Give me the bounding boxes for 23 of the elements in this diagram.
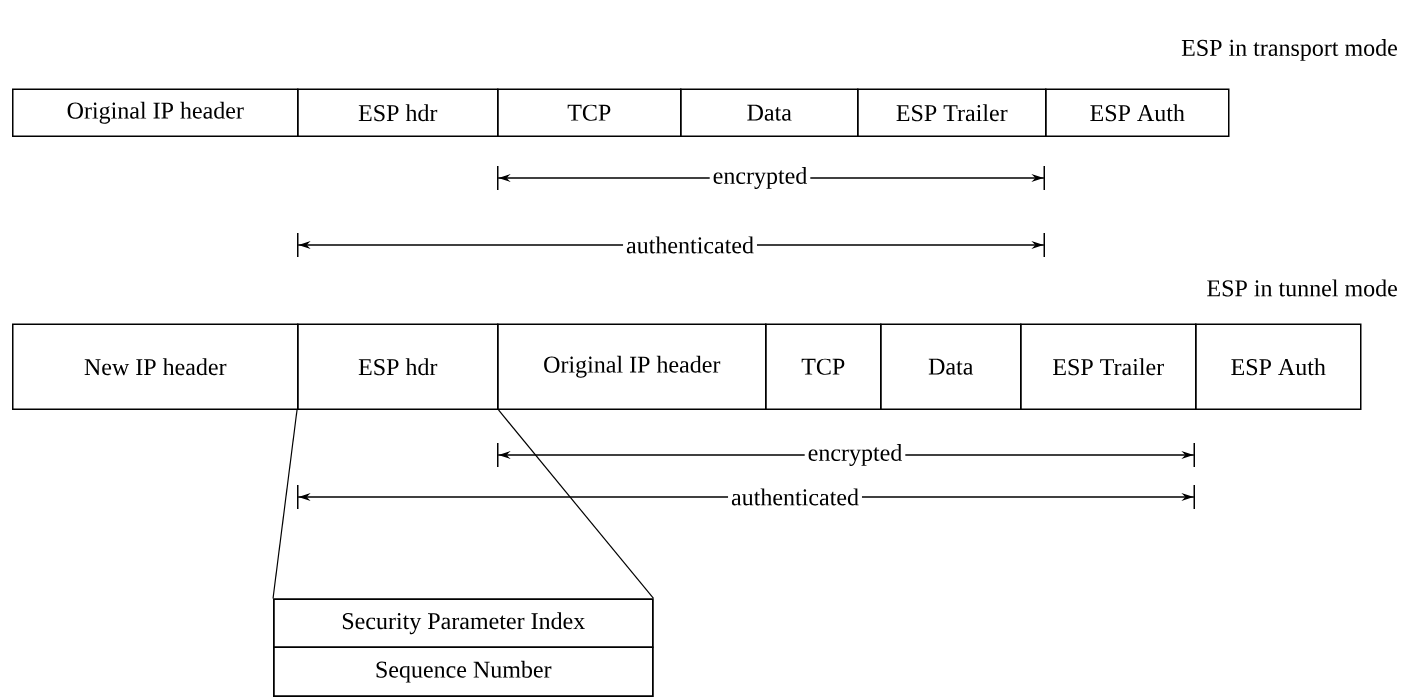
- leader-line: [497, 409, 655, 600]
- mode-title: ESP in transport mode: [1181, 39, 1397, 61]
- field-cell: Sequence Number: [273, 646, 654, 697]
- field-cell: Original IP header: [497, 323, 767, 410]
- field-cell: ESP Trailer: [1020, 323, 1197, 410]
- field-cell: New IP header: [12, 323, 299, 410]
- leader-line: [272, 409, 298, 600]
- mode-title: ESP in tunnel mode: [1207, 279, 1397, 297]
- field-cell: TCP: [765, 323, 882, 410]
- field-cell: Security Parameter Index: [273, 598, 654, 648]
- field-cell: TCP: [497, 88, 682, 137]
- field-cell: ESP Auth: [1045, 88, 1230, 137]
- span-label: authenticated: [731, 488, 859, 506]
- span-label: authenticated: [626, 236, 754, 254]
- field-cell: Original IP header: [12, 88, 299, 137]
- field-cell: ESP hdr: [297, 88, 499, 137]
- span-label: encrypted: [808, 444, 903, 466]
- field-cell: Data: [880, 323, 1022, 410]
- span-label: encrypted: [713, 167, 808, 189]
- field-cell: ESP Auth: [1195, 323, 1362, 410]
- field-cell: ESP Trailer: [857, 88, 1047, 137]
- field-cell: Data: [680, 88, 859, 137]
- field-cell: ESP hdr: [297, 323, 499, 410]
